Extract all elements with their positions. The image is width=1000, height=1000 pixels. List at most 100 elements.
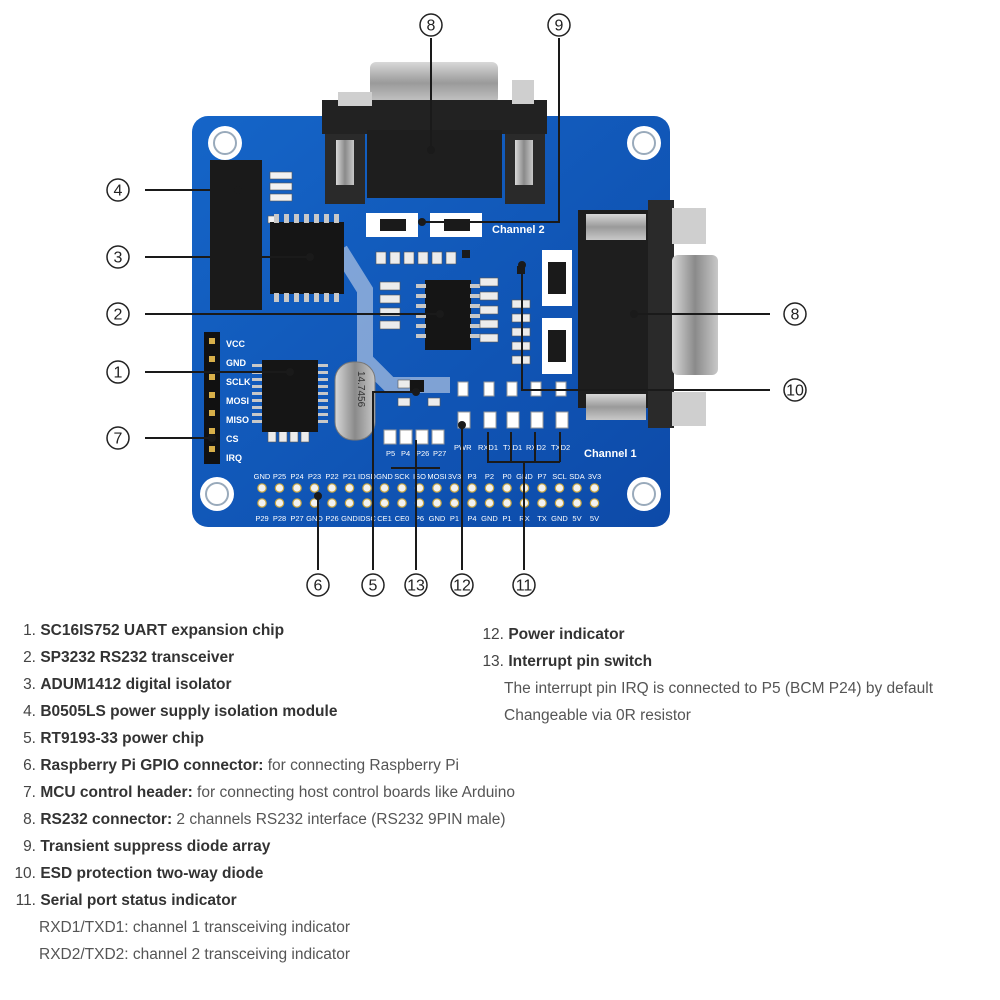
- gpio-top-label: GND: [254, 472, 271, 481]
- callout-number: 13: [407, 578, 425, 595]
- board-diagram: Channel 2 Channel 1 14.7456 VCC GND SCLK…: [106, 13, 807, 597]
- callout-number: 8: [427, 18, 436, 35]
- callout-badge-5: 5: [361, 573, 385, 597]
- legend-name: Power indicator: [508, 626, 625, 643]
- gpio-pin-hole: [274, 483, 285, 493]
- callout-badge-2: 2: [106, 302, 130, 326]
- legend-name: RT9193-33 power chip: [40, 730, 204, 747]
- channel-1-label: Channel 1: [584, 448, 637, 460]
- gpio-pin-hole: [344, 483, 355, 493]
- callout-badge-12: 12: [450, 573, 474, 597]
- callout-number: 3: [114, 250, 123, 267]
- gpio-pin-hole: [362, 498, 372, 508]
- legend-name: Raspberry Pi GPIO connector:: [40, 757, 264, 774]
- gpio-pin-hole: [309, 483, 320, 493]
- crystal-label: 14.7456: [355, 371, 366, 408]
- gpio-pin-hole: [274, 498, 285, 508]
- gpio-bottom-label: GND: [341, 514, 358, 523]
- callout-number: 4: [114, 183, 123, 200]
- callout-number: 10: [786, 383, 804, 400]
- gpio-bottom-label: GND: [481, 514, 498, 523]
- gpio-top-label: P22: [325, 472, 338, 481]
- legend-number: 12.: [482, 626, 504, 643]
- legend-subnote: RXD2/TXD2: channel 2 transceiving indica…: [39, 946, 351, 963]
- power-isolation-module: [210, 160, 262, 310]
- gpio-bottom-label: GND: [306, 514, 323, 523]
- legend-description: for connecting host control boards like …: [192, 784, 515, 801]
- gpio-top-label: P0: [502, 472, 511, 481]
- legend-number: 1.: [23, 622, 36, 639]
- gpio-pin-hole: [327, 483, 337, 493]
- gpio-pin-hole: [432, 498, 442, 508]
- gpio-pin-hole: [292, 483, 302, 493]
- mcu-pin-labels: VCC GND SCLK MOSI MISO CS IRQ: [226, 339, 251, 463]
- legend-item: 4. B0505LS power supply isolation module: [0, 698, 580, 725]
- callout-badge-8: 8: [783, 302, 807, 326]
- gpio-pin-hole: [537, 483, 547, 493]
- gpio-pin-hole: [589, 483, 600, 493]
- legend-item: 9. Transient suppress diode array: [0, 833, 580, 860]
- callout-number: 8: [791, 307, 800, 324]
- callout-badge-10: 10: [783, 378, 807, 402]
- gpio-pin-hole: [467, 483, 477, 493]
- gpio-bottom-label: P4: [467, 514, 476, 523]
- led-label-rxd2: RXD2: [526, 443, 546, 452]
- gpio-top-label: P21: [343, 472, 356, 481]
- gpio-bottom-label: TX: [537, 514, 547, 523]
- legend-name: MCU control header:: [40, 784, 193, 801]
- gpio-pin-hole: [379, 483, 390, 493]
- interrupt-pin-switch: [383, 429, 445, 445]
- gpio-pin-hole: [484, 498, 495, 508]
- resistors-top-left: [267, 171, 293, 224]
- legend-number: 9.: [23, 838, 36, 855]
- callout-badge-13: 13: [404, 573, 428, 597]
- gpio-pin-hole: [397, 498, 407, 508]
- legend-subnote: Changeable via 0R resistor: [504, 707, 691, 724]
- legend-subnote: The interrupt pin IRQ is connected to P5…: [504, 680, 934, 697]
- callout-number: 2: [114, 307, 123, 324]
- gpio-pin-hole: [467, 498, 477, 508]
- legend-item: 8. RS232 connector: 2 channels RS232 int…: [0, 806, 580, 833]
- legend-number: 13.: [482, 653, 504, 670]
- legend-name: ESD protection two-way diode: [40, 865, 264, 882]
- legend-number: 6.: [23, 757, 36, 774]
- legend-number: 5.: [23, 730, 36, 747]
- gpio-bottom-label: P27: [290, 514, 303, 523]
- gpio-bottom-label: P29: [255, 514, 268, 523]
- callout-number: 12: [453, 578, 471, 595]
- legend-number: 7.: [23, 784, 36, 801]
- gpio-top-label: SCK: [394, 472, 409, 481]
- gpio-top-label: P25: [273, 472, 286, 481]
- pin-label-miso: MISO: [226, 415, 249, 425]
- legend-item: 5. RT9193-33 power chip: [0, 725, 580, 752]
- callout-badge-4: 4: [106, 178, 130, 202]
- crystal-oscillator: 14.7456: [334, 361, 376, 441]
- gpio-bottom-label: P26: [325, 514, 338, 523]
- leader-lines: [145, 38, 770, 570]
- legend-item: 12. Power indicator: [480, 621, 990, 648]
- callout-badge-3: 3: [106, 245, 130, 269]
- legend-number: 8.: [23, 811, 36, 828]
- gpio-top-label: P23: [308, 472, 321, 481]
- gpio-top-label: 3V3: [448, 472, 461, 481]
- led-labels: PWR RXD1 TXD1 RXD2 TXD2: [454, 443, 570, 452]
- gpio-bottom-label: IDSC: [358, 514, 377, 523]
- switch-label-p4: P4: [401, 449, 410, 458]
- gpio-pin-hole: [432, 483, 442, 493]
- gpio-pin-hole: [344, 498, 355, 508]
- gpio-bottom-label: GND: [429, 514, 446, 523]
- legend-description: for connecting Raspberry Pi: [263, 757, 459, 774]
- callout-badge-8: 8: [419, 13, 443, 37]
- legend-item: 7. MCU control header: for connecting ho…: [0, 779, 580, 806]
- gpio-pin-hole: [379, 498, 390, 508]
- gpio-pin-hole: [589, 498, 600, 508]
- gpio-pin-hole: [554, 483, 565, 493]
- gpio-bottom-label: GND: [551, 514, 568, 523]
- legend-item: 10. ESD protection two-way diode: [0, 860, 580, 887]
- gpio-top-label: ISO: [413, 472, 426, 481]
- legend-number: 2.: [23, 649, 36, 666]
- legend-number: 3.: [23, 676, 36, 693]
